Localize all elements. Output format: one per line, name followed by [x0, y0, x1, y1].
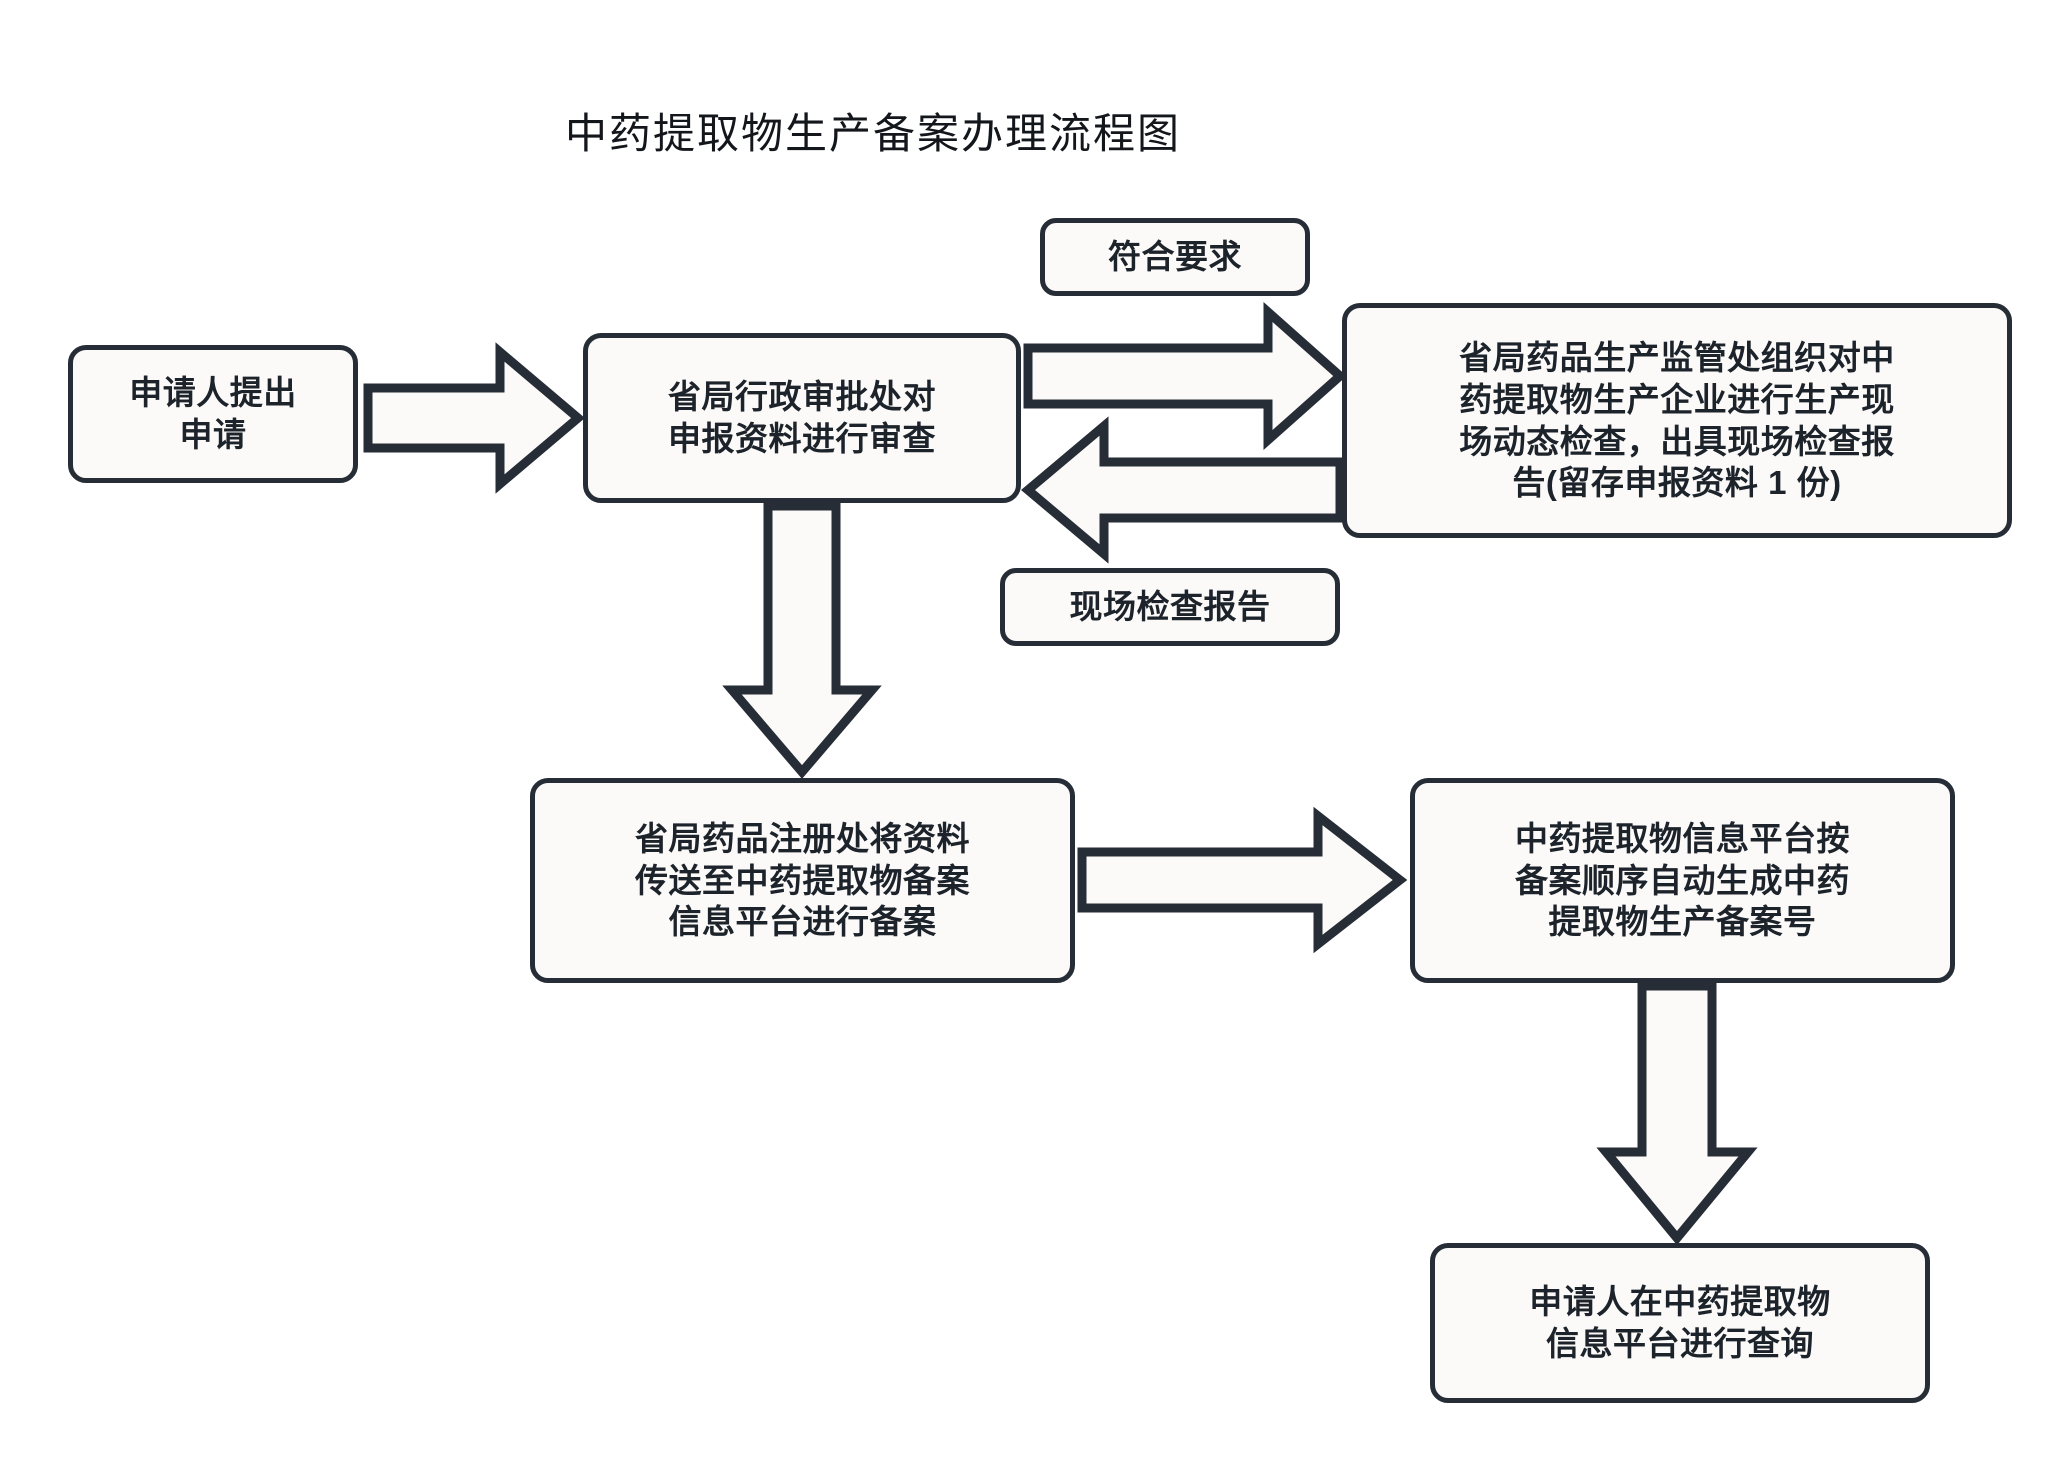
node-review[interactable]: 省局行政审批处对 申报资料进行审查 [583, 333, 1021, 503]
node-query-label: 申请人在中药提取物 信息平台进行查询 [1529, 1283, 1831, 1362]
node-inspection[interactable]: 省局药品生产监管处组织对中 药提取物生产企业进行生产现 场动态检查，出具现场检查… [1342, 303, 2012, 538]
arrow-registration-to-platform [1077, 806, 1408, 954]
arrow-inspection-to-review [1021, 416, 1345, 564]
node-registration[interactable]: 省局药品注册处将资料 传送至中药提取物备案 信息平台进行备案 [530, 778, 1075, 983]
node-applicant[interactable]: 申请人提出 申请 [68, 345, 358, 483]
page-title: 中药提取物生产备案办理流程图 [565, 112, 1182, 158]
node-platform-label: 中药提取物信息平台按 备案顺序自动生成中药 提取物生产备案号 [1515, 820, 1850, 941]
compliant-text: 符合要求 [1108, 238, 1242, 276]
node-applicant-label: 申请人提出 申请 [129, 374, 297, 453]
arrow-review-to-inspection [1023, 301, 1347, 451]
arrow-platform-to-query [1596, 981, 1758, 1246]
arrow-review-to-registration [722, 501, 882, 779]
node-platform[interactable]: 中药提取物信息平台按 备案顺序自动生成中药 提取物生产备案号 [1410, 778, 1955, 983]
arrow-applicant-to-review [363, 342, 585, 494]
node-site-inspection-report-label[interactable]: 现场检查报告 [1000, 568, 1340, 646]
node-compliant-label[interactable]: 符合要求 [1040, 218, 1310, 296]
node-inspection-label: 省局药品生产监管处组织对中 药提取物生产企业进行生产现 场动态检查，出具现场检查… [1459, 339, 1895, 502]
report-label-text: 现场检查报告 [1069, 588, 1271, 626]
node-registration-label: 省局药品注册处将资料 传送至中药提取物备案 信息平台进行备案 [635, 820, 970, 941]
node-review-label: 省局行政审批处对 申报资料进行审查 [668, 378, 936, 457]
node-query[interactable]: 申请人在中药提取物 信息平台进行查询 [1430, 1243, 1930, 1403]
